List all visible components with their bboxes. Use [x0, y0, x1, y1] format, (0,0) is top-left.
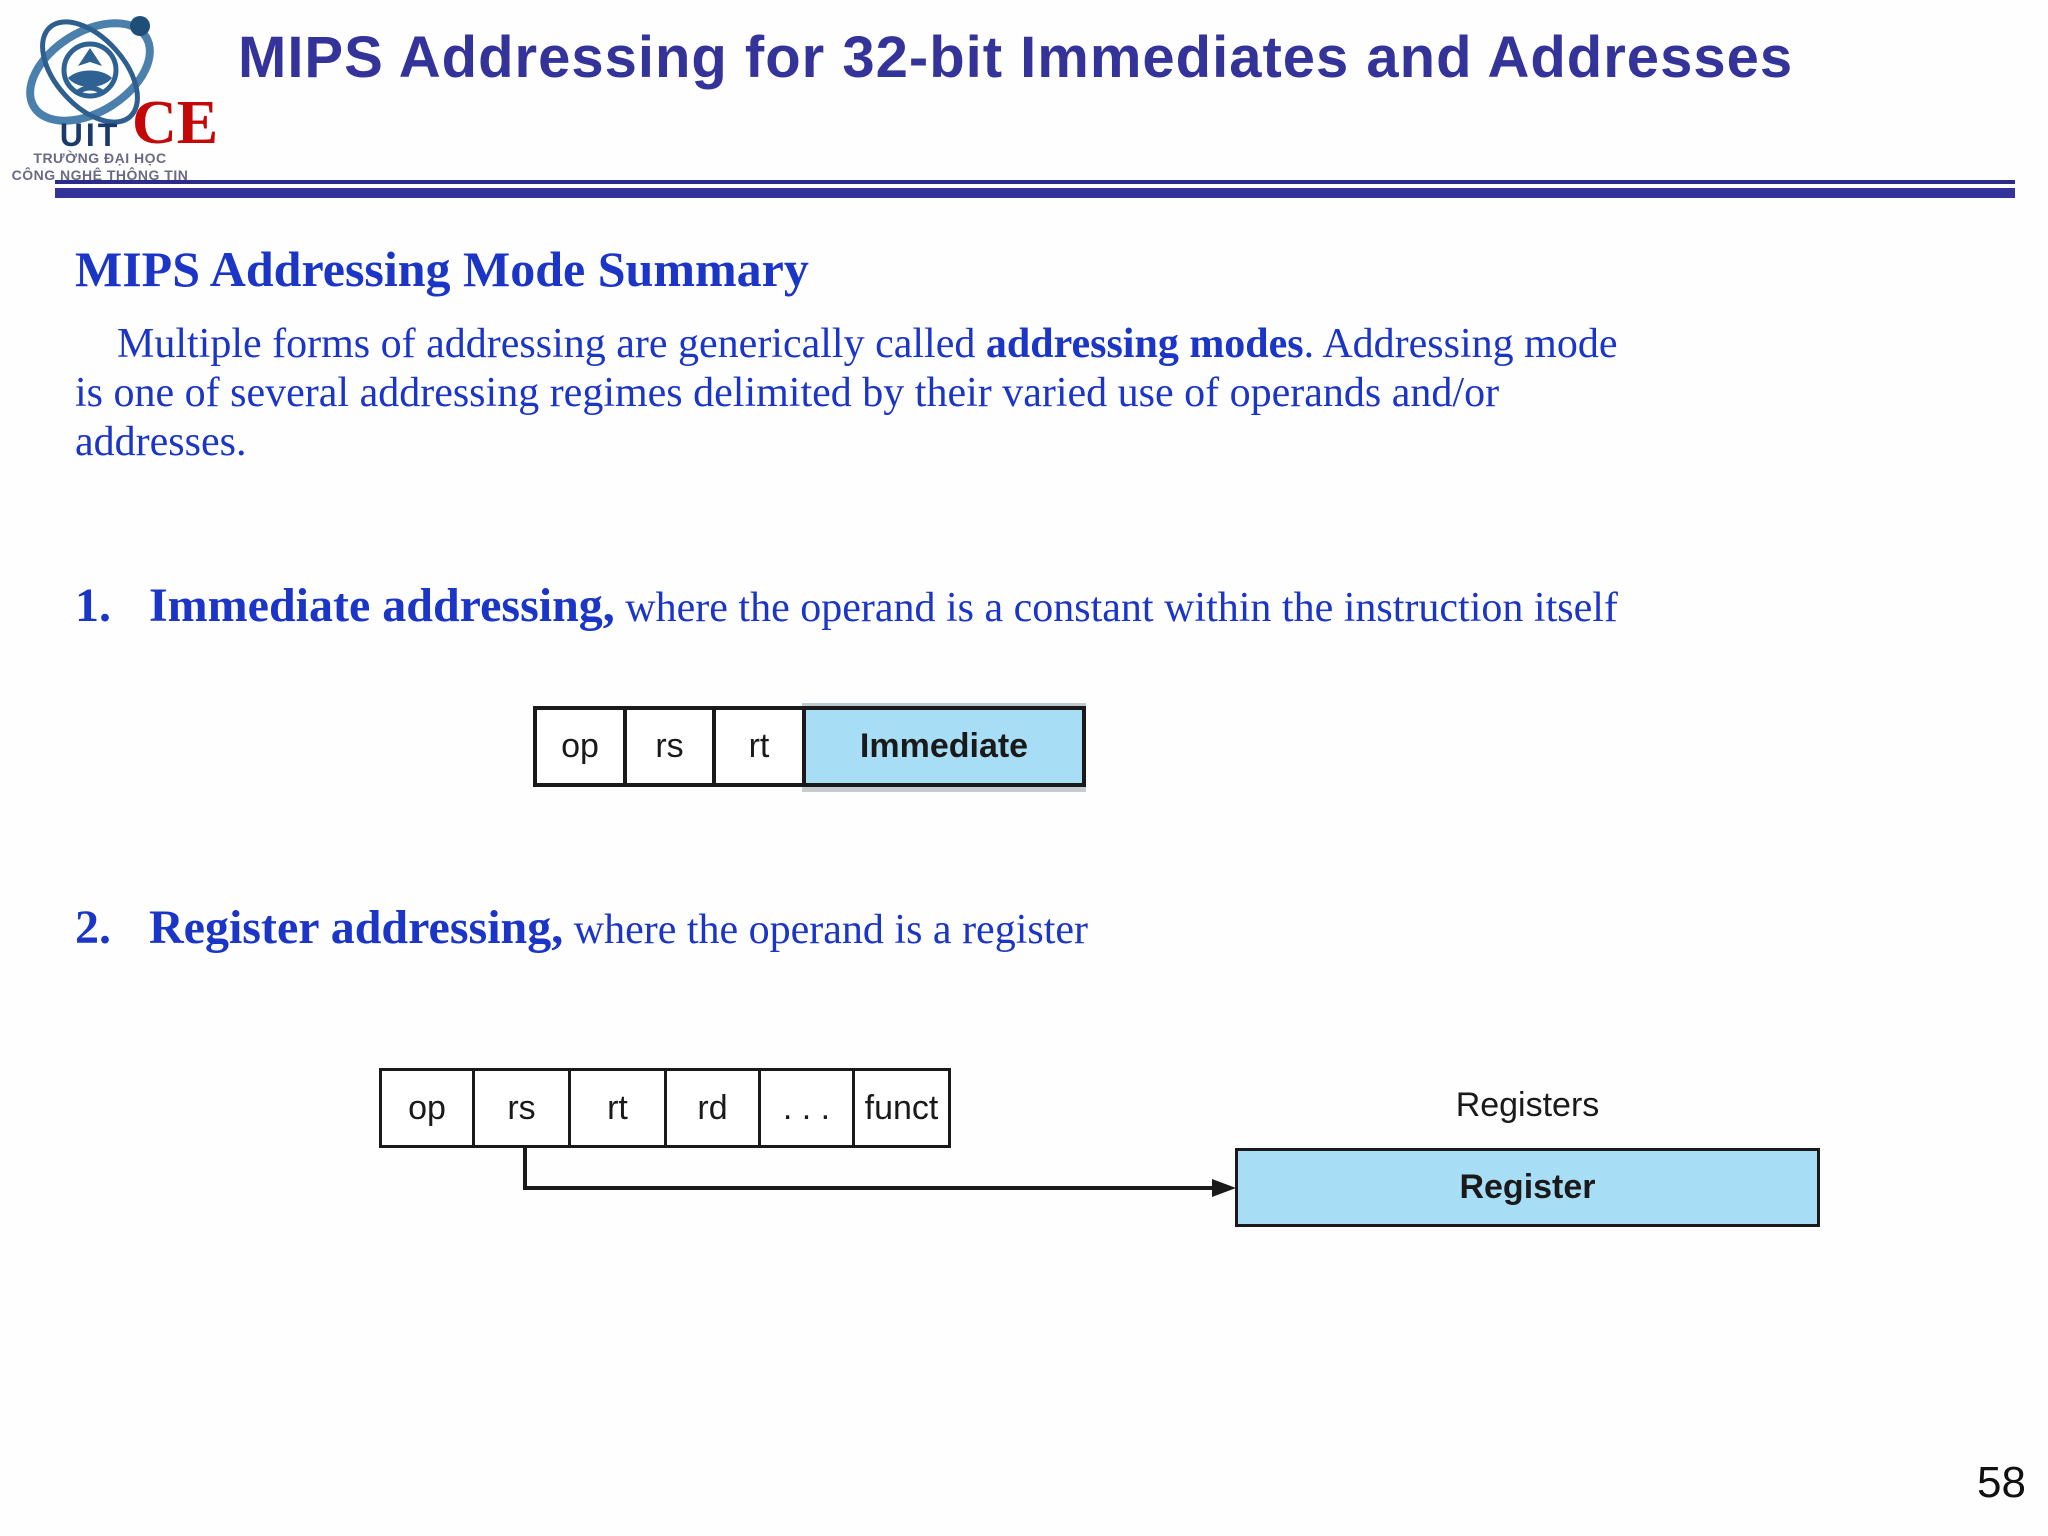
- header-rule-thin: [55, 180, 2015, 184]
- section-heading: MIPS Addressing Mode Summary: [75, 241, 809, 297]
- ce-badge: CE: [132, 89, 219, 157]
- list-item-immediate: 1. Immediate addressing, where the operan…: [75, 578, 1618, 633]
- paragraph-bold-text: addressing modes: [985, 321, 1304, 367]
- field-box-ellipsis: . . .: [758, 1068, 855, 1148]
- field-box-rs: rs: [623, 706, 716, 787]
- header-rule-thick: [55, 188, 2015, 198]
- logo-org-line1: TRƯỜNG ĐẠI HỌC: [33, 150, 167, 166]
- page-number: 58: [1977, 1458, 2026, 1507]
- field-box-rt: rt: [568, 1068, 667, 1148]
- item-number: 1.: [75, 579, 111, 632]
- list-item-register: 2. Register addressing, where the operand…: [75, 900, 1088, 955]
- field-box-rd: rd: [664, 1068, 761, 1148]
- item-emphasis: Register addressing,: [149, 901, 564, 954]
- field-box-funct: funct: [852, 1068, 951, 1148]
- body-paragraph: Multiple forms of addressing are generic…: [75, 320, 1985, 467]
- field-box-op: op: [533, 706, 627, 787]
- logo-org-line2: CÔNG NGHỆ THÔNG TIN: [11, 167, 189, 183]
- field-box-rt: rt: [712, 706, 806, 787]
- uit-logo-icon: UIT: [26, 16, 154, 153]
- item-emphasis: Immediate addressing,: [149, 579, 615, 632]
- page-title: MIPS Addressing for 32-bit Immediates an…: [238, 25, 1794, 90]
- item-text: where the operand is a constant within t…: [614, 585, 1618, 631]
- field-box-rs: rs: [472, 1068, 571, 1148]
- logo-org-name: TRƯỜNG ĐẠI HỌC CÔNG NGHỆ THÔNG TIN: [0, 150, 200, 184]
- registers-label: Registers: [1455, 1086, 1600, 1124]
- paragraph-text: . Addressing mode is one of several addr…: [75, 321, 1618, 465]
- item-number: 2.: [75, 901, 111, 954]
- field-box-op: op: [379, 1068, 475, 1148]
- register-box: Register: [1235, 1148, 1820, 1227]
- instruction-format-immediate: op rs rt Immediate: [533, 706, 1086, 787]
- item-text: where the operand is a register: [563, 907, 1089, 953]
- instruction-format-register: op rs rt rd . . . funct: [379, 1068, 951, 1148]
- rs-to-register-arrow-icon: [523, 1146, 1236, 1197]
- immediate-field-box: Immediate: [802, 706, 1086, 787]
- paragraph-text: Multiple forms of addressing are generic…: [75, 321, 986, 367]
- logo-acronym: UIT: [60, 117, 121, 153]
